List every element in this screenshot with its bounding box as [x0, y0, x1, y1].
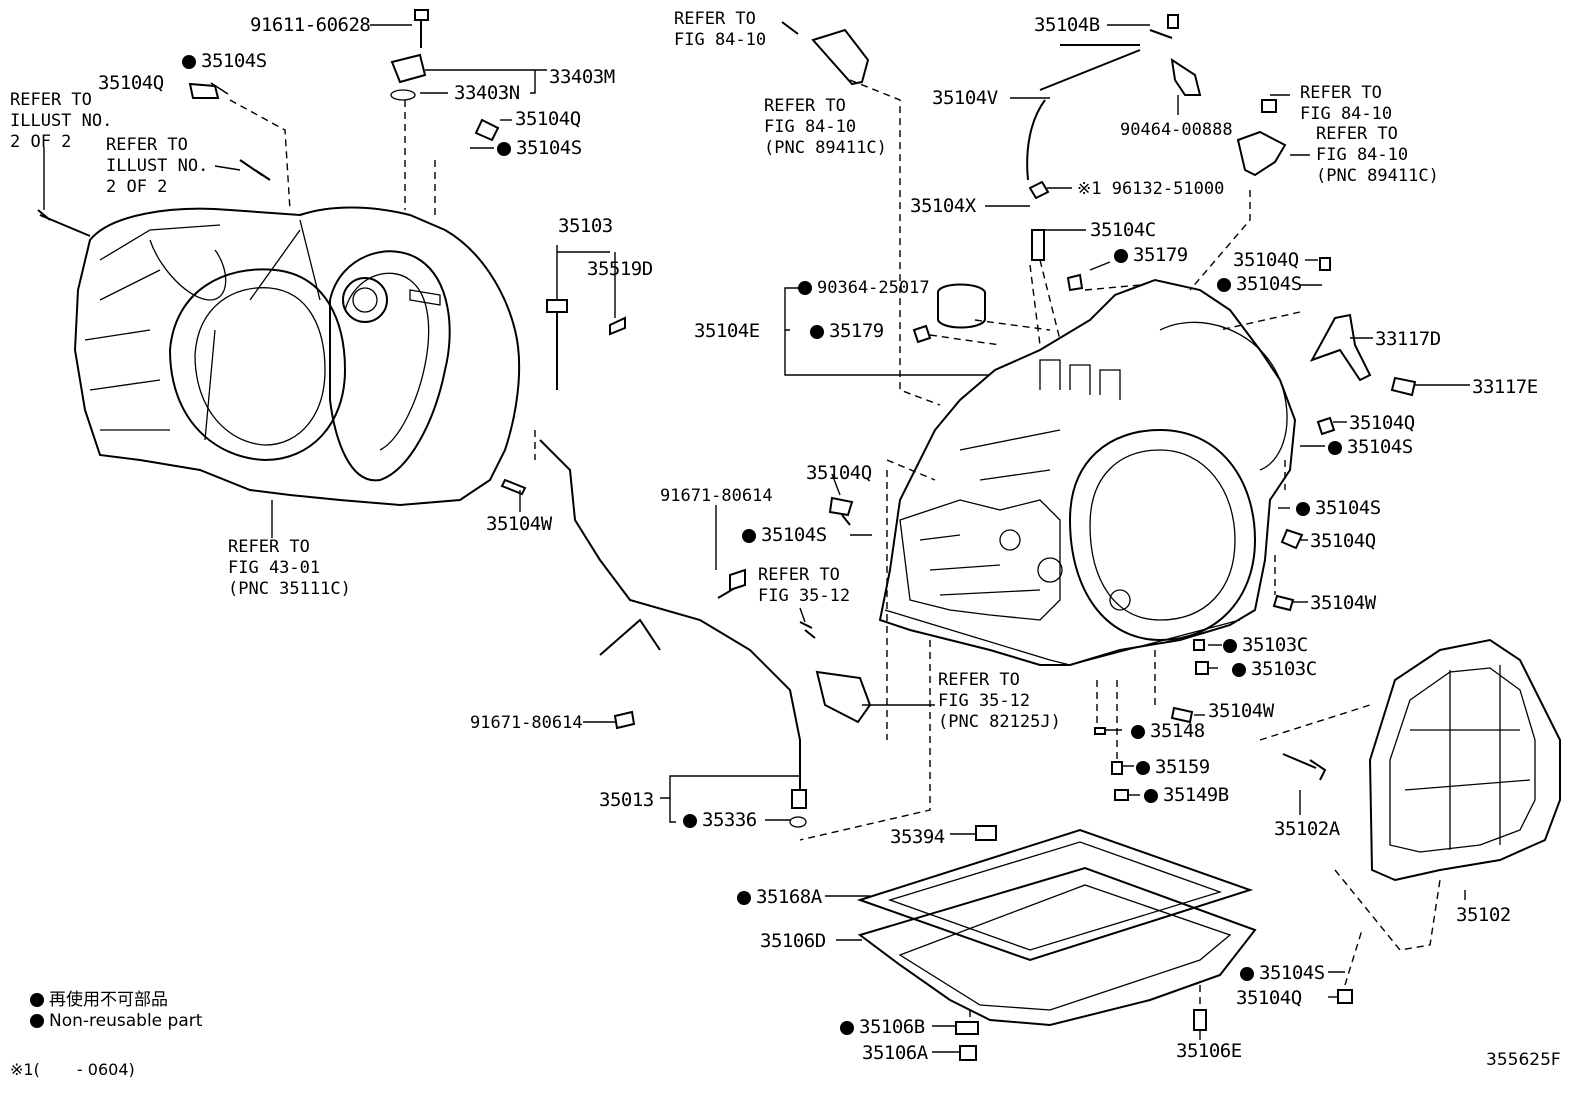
- label-35336: 35336: [683, 809, 757, 831]
- label-35104W-b: 35104W: [1310, 592, 1376, 614]
- legend-non-reusable-en: Non-reusable part: [30, 1011, 202, 1031]
- label-35013: 35013: [599, 789, 654, 811]
- label-35104Q-b: 35104Q: [515, 108, 581, 130]
- label-35104S-e: 35104S: [742, 524, 827, 546]
- transaxle-housing-illustration: [73, 206, 521, 507]
- label-91611-60628: 91611-60628: [250, 14, 371, 36]
- label-35106A: 35106A: [862, 1042, 928, 1064]
- label-35104S-d: 35104S: [1328, 436, 1413, 458]
- label-35104B: 35104B: [1034, 14, 1100, 36]
- non-reusable-dot-icon: [1217, 278, 1231, 292]
- non-reusable-dot-icon: [1240, 967, 1254, 981]
- label-refer-illust-b: REFER TO ILLUST NO. 2 OF 2: [106, 135, 209, 197]
- non-reusable-dot-icon: [1232, 663, 1246, 677]
- non-reusable-dot-icon: [683, 814, 697, 828]
- label-35148: 35148: [1131, 720, 1205, 742]
- label-35103C-a: 35103C: [1223, 634, 1308, 656]
- label-35104W-a: 35104W: [486, 513, 552, 535]
- label-35159: 35159: [1136, 756, 1210, 778]
- non-reusable-dot-icon: [737, 891, 751, 905]
- non-reusable-dot-icon: [497, 142, 511, 156]
- label-35179-b: 35179: [810, 320, 884, 342]
- label-33117E: 33117E: [1472, 376, 1538, 398]
- label-refer-fig-84-10-a: REFER TO FIG 84-10: [674, 9, 767, 50]
- label-35103: 35103: [558, 215, 613, 237]
- legend-footnote: ※1( - 0604): [10, 1060, 135, 1079]
- label-35104Q-e: 35104Q: [806, 462, 872, 484]
- leader-lines: [43, 24, 1470, 1053]
- legend-non-reusable-ja: 再使用不可部品: [30, 985, 168, 1010]
- label-35104W-c: 35104W: [1208, 700, 1274, 722]
- non-reusable-dot-icon: [30, 993, 44, 1007]
- transmission-case-illustration: [878, 278, 1297, 666]
- label-refer-fig-84-10-c: REFER TO FIG 84-10: [1300, 83, 1393, 124]
- non-reusable-dot-icon: [1144, 789, 1158, 803]
- label-35104S-c: 35104S: [1217, 273, 1302, 295]
- label-35104Q-g: 35104Q: [1236, 987, 1302, 1009]
- label-35179-a: 35179: [1114, 244, 1188, 266]
- label-33117D: 33117D: [1375, 328, 1441, 350]
- label-33403N: 33403N: [454, 82, 520, 104]
- non-reusable-dot-icon: [1328, 441, 1342, 455]
- label-35149B: 35149B: [1144, 784, 1229, 806]
- label-35103C-b: 35103C: [1232, 658, 1317, 680]
- label-96132-51000: ※1 96132-51000: [1077, 179, 1225, 199]
- oil-pan-illustration: [856, 828, 1257, 1027]
- label-35104X: 35104X: [910, 195, 976, 217]
- label-35394: 35394: [890, 826, 945, 848]
- label-35104Q-a: 35104Q: [98, 72, 164, 94]
- label-35168A: 35168A: [737, 886, 822, 908]
- non-reusable-dot-icon: [1131, 725, 1145, 739]
- label-33403M: 33403M: [549, 66, 615, 88]
- non-reusable-dot-icon: [798, 281, 812, 295]
- label-refer-fig-43-01: REFER TO FIG 43-01 (PNC 35111C): [228, 537, 351, 599]
- label-35104C: 35104C: [1090, 219, 1156, 241]
- label-35104S-g: 35104S: [1240, 962, 1325, 984]
- label-90364-25017: 90364-25017: [798, 278, 930, 299]
- side-cover-illustration: [1368, 638, 1561, 882]
- non-reusable-dot-icon: [742, 529, 756, 543]
- label-refer-illust-a: REFER TO ILLUST NO. 2 OF 2: [10, 90, 113, 152]
- non-reusable-dot-icon: [1114, 249, 1128, 263]
- label-35104E: 35104E: [694, 320, 760, 342]
- non-reusable-dot-icon: [810, 325, 824, 339]
- non-reusable-dot-icon: [1136, 761, 1150, 775]
- label-35519D: 35519D: [587, 258, 653, 280]
- non-reusable-dot-icon: [1223, 639, 1237, 653]
- small-parts: [37, 9, 1417, 1061]
- label-35106D: 35106D: [760, 930, 826, 952]
- label-35104S-f: 35104S: [1296, 497, 1381, 519]
- dashed-reference-lines: [229, 79, 1441, 1022]
- non-reusable-dot-icon: [182, 55, 196, 69]
- label-35104S-a: 35104S: [182, 50, 267, 72]
- figure-id: 355625F: [1486, 1050, 1561, 1070]
- non-reusable-dot-icon: [1296, 502, 1310, 516]
- label-90464-00888: 90464-00888: [1120, 120, 1233, 140]
- label-refer-fig-35-12-b: REFER TO FIG 35-12 (PNC 82125J): [938, 670, 1061, 732]
- label-35104V: 35104V: [932, 87, 998, 109]
- label-35104S-b: 35104S: [497, 137, 582, 159]
- label-refer-fig-84-10-d: REFER TO FIG 84-10 (PNC 89411C): [1316, 124, 1439, 186]
- label-35102A: 35102A: [1274, 818, 1340, 840]
- label-35102: 35102: [1456, 904, 1511, 926]
- label-35106B: 35106B: [840, 1016, 925, 1038]
- label-35104Q-d: 35104Q: [1349, 412, 1415, 434]
- label-35104Q-c: 35104Q: [1233, 249, 1299, 271]
- non-reusable-dot-icon: [30, 1014, 44, 1028]
- label-91671-80614-a: 91671-80614: [660, 486, 773, 506]
- non-reusable-dot-icon: [840, 1021, 854, 1035]
- label-35106E: 35106E: [1176, 1040, 1242, 1062]
- label-35104Q-f: 35104Q: [1310, 530, 1376, 552]
- label-refer-fig-84-10-b: REFER TO FIG 84-10 (PNC 89411C): [764, 96, 887, 158]
- label-91671-80614-b: 91671-80614: [470, 713, 583, 733]
- label-refer-fig-35-12-a: REFER TO FIG 35-12: [758, 565, 851, 606]
